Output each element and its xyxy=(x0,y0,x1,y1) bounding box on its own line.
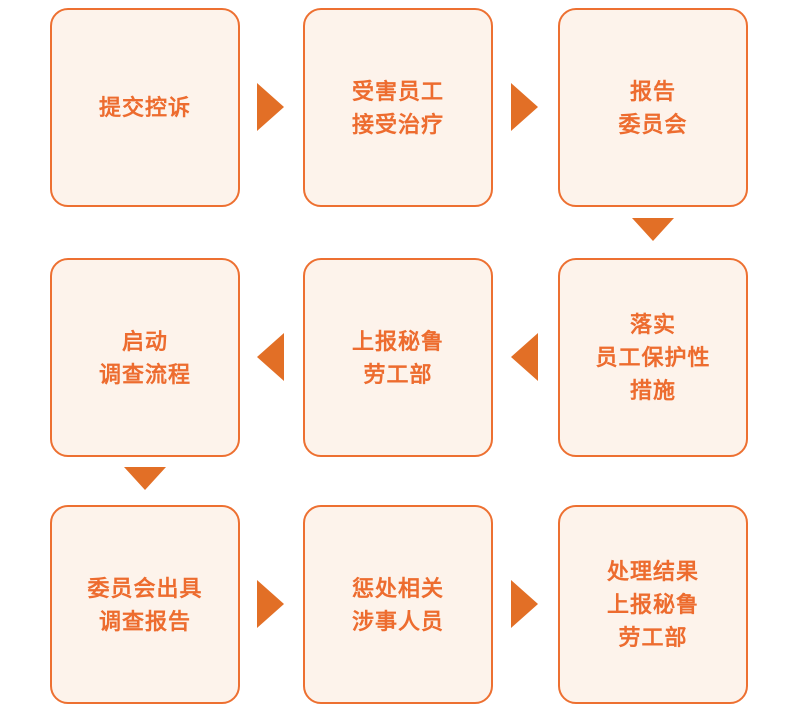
flow-step-label: 报告 委员会 xyxy=(618,78,688,137)
flow-step-investigation-report: 委员会出具 调查报告 xyxy=(50,505,240,704)
arrow-left-icon xyxy=(257,333,284,381)
arrow-right-icon xyxy=(257,83,284,131)
flow-step-label: 惩处相关 涉事人员 xyxy=(351,575,444,634)
flow-step-label: 启动 调查流程 xyxy=(98,328,191,387)
flow-step-report-labor-ministry: 上报秘鲁 劳工部 xyxy=(303,258,493,457)
flow-step-punish-personnel: 惩处相关 涉事人员 xyxy=(303,505,493,704)
flow-step-employee-treatment: 受害员工 接受治疗 xyxy=(303,8,493,207)
arrow-right-icon xyxy=(511,580,538,628)
flow-step-submit-complaint: 提交控诉 xyxy=(50,8,240,207)
arrow-down-icon xyxy=(632,218,674,241)
flow-step-label: 受害员工 接受治疗 xyxy=(351,78,444,137)
flow-step-report-committee: 报告 委员会 xyxy=(558,8,748,207)
flow-step-label: 委员会出具 调查报告 xyxy=(87,575,203,634)
flow-step-label: 落实 员工保护性 措施 xyxy=(595,312,711,403)
flow-step-label: 处理结果 上报秘鲁 劳工部 xyxy=(606,559,699,650)
flow-step-start-investigation: 启动 调查流程 xyxy=(50,258,240,457)
arrow-left-icon xyxy=(511,333,538,381)
arrow-right-icon xyxy=(257,580,284,628)
flow-step-label: 上报秘鲁 劳工部 xyxy=(351,328,444,387)
flow-step-report-results: 处理结果 上报秘鲁 劳工部 xyxy=(558,505,748,704)
flow-step-protective-measures: 落实 员工保护性 措施 xyxy=(558,258,748,457)
flow-step-label: 提交控诉 xyxy=(98,95,191,120)
arrow-down-icon xyxy=(124,467,166,490)
arrow-right-icon xyxy=(511,83,538,131)
